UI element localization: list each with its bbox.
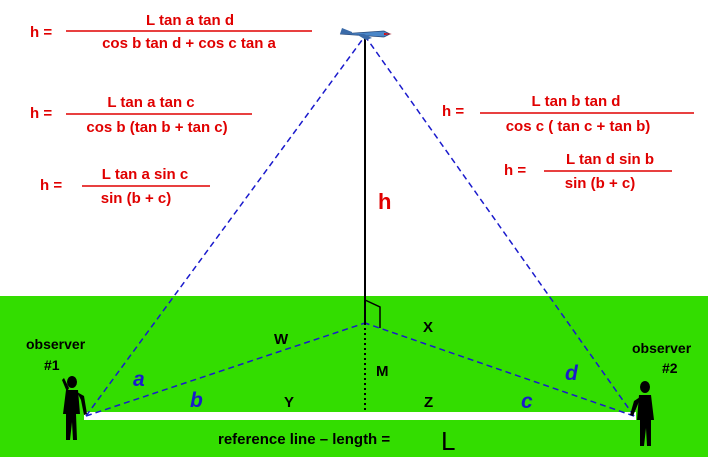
observer-2-number: #2 (662, 360, 678, 376)
observer-2-label: observer (632, 340, 692, 356)
line-of-sight-2 (364, 35, 635, 417)
formula-1-denominator: cos b tan d + cos c tan a (102, 35, 276, 52)
formula-5-lhs: h = (504, 162, 526, 179)
formula-2-denominator: cos b (tan b + tan c) (86, 119, 227, 136)
ground (0, 296, 708, 457)
observer-1-label: observer (26, 336, 86, 352)
angle-label-a: a (133, 368, 145, 391)
formula-1-lhs: h = (30, 24, 52, 41)
formula-3-numerator: L tan a sin c (102, 166, 188, 183)
observer-2-figure (630, 381, 654, 446)
observer-1-number: #1 (44, 357, 60, 373)
formula-2-numerator: L tan a tan c (107, 94, 194, 111)
formula-3-lhs: h = (40, 177, 62, 194)
right-angle-marker (364, 299, 381, 328)
formula-4-lhs: h = (442, 103, 464, 120)
segment-label-m: M (376, 363, 389, 380)
formula-1-numerator: L tan a tan d (146, 12, 234, 29)
observer-1-figure (62, 376, 87, 440)
formula-2-lhs: h = (30, 105, 52, 122)
angle-label-b: b (190, 389, 203, 412)
reference-length-label: L (441, 426, 455, 456)
segment-label-y: Y (284, 394, 294, 411)
airplane-icon (339, 28, 392, 40)
segment-label-x: X (423, 319, 433, 336)
ground-line-x (364, 322, 635, 417)
segment-label-w: W (274, 331, 289, 348)
reference-line (84, 412, 636, 420)
angle-label-c: c (521, 390, 533, 413)
formula-4-denominator: cos c ( tan c + tan b) (506, 118, 651, 135)
angle-label-d: d (565, 362, 579, 385)
ground-line-w (85, 322, 366, 417)
formula-5-numerator: L tan d sin b (566, 151, 654, 168)
segment-label-z: Z (424, 394, 433, 411)
reference-line-caption: reference line – length = (218, 431, 390, 448)
formula-5-denominator: sin (b + c) (565, 175, 635, 192)
formula-4-numerator: L tan b tan d (532, 93, 621, 110)
formula-3-denominator: sin (b + c) (101, 190, 171, 207)
line-of-sight-1 (85, 35, 366, 417)
height-label: h (378, 189, 391, 214)
